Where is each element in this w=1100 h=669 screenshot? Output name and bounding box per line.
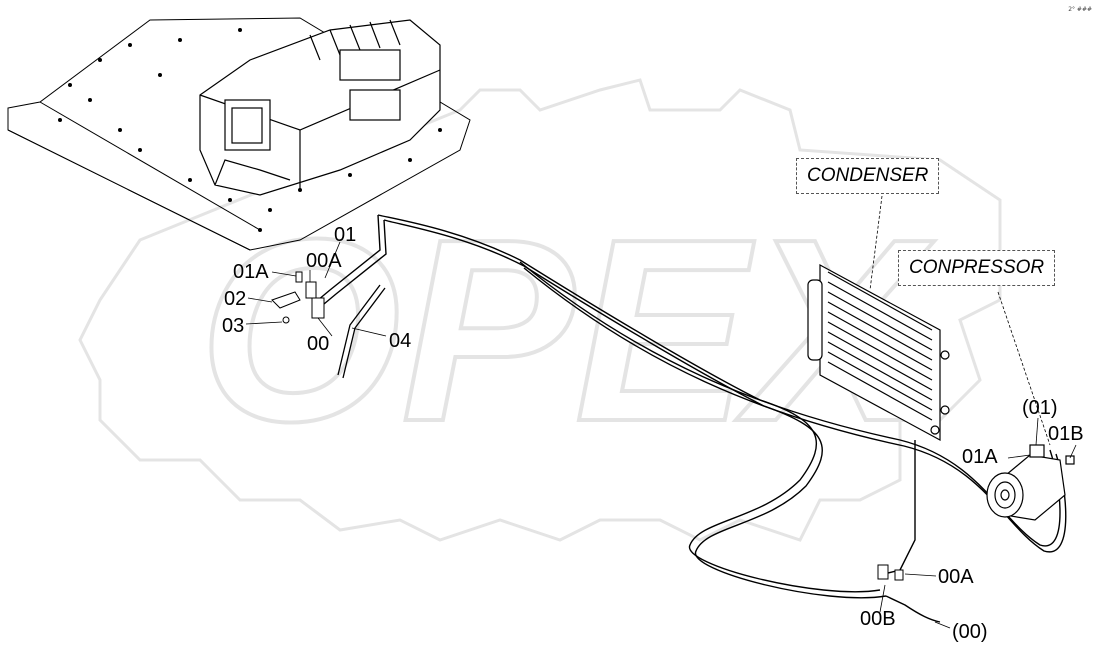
condenser-label-box: CONDENSER bbox=[796, 158, 940, 194]
plate-holes bbox=[58, 28, 442, 232]
drain-hose bbox=[337, 284, 386, 379]
watermark-gear bbox=[78, 78, 1002, 542]
leader-lines bbox=[245, 195, 1077, 629]
fittings-bottom bbox=[877, 564, 904, 581]
callout-00: 00 bbox=[307, 333, 330, 355]
callout-00A-left: 00A bbox=[306, 250, 342, 272]
callout-00A-right: 00A bbox=[938, 566, 974, 588]
hvac-unit bbox=[199, 19, 441, 196]
callout-03: 03 bbox=[222, 315, 245, 337]
callout-04: 04 bbox=[389, 330, 412, 352]
callout-00B: 00B bbox=[860, 608, 896, 630]
compressor-label-box: CONPRESSOR bbox=[898, 250, 1056, 286]
refrigerant-hoses bbox=[317, 214, 1067, 623]
callout-01-paren: (01) bbox=[1022, 397, 1058, 419]
condenser-unit bbox=[807, 263, 950, 442]
compressor-unit bbox=[986, 444, 1075, 521]
callout-01A-right: 01A bbox=[962, 446, 998, 468]
corner-code: 2° ### bbox=[1068, 6, 1092, 13]
callout-01A-left: 01A bbox=[233, 261, 269, 283]
floor-plate bbox=[7, 17, 471, 251]
callout-00-paren: (00) bbox=[952, 621, 988, 643]
callout-01: 01 bbox=[334, 224, 357, 246]
callout-02: 02 bbox=[224, 288, 247, 310]
callout-01B: 01B bbox=[1048, 423, 1084, 445]
fittings-left bbox=[271, 271, 325, 324]
